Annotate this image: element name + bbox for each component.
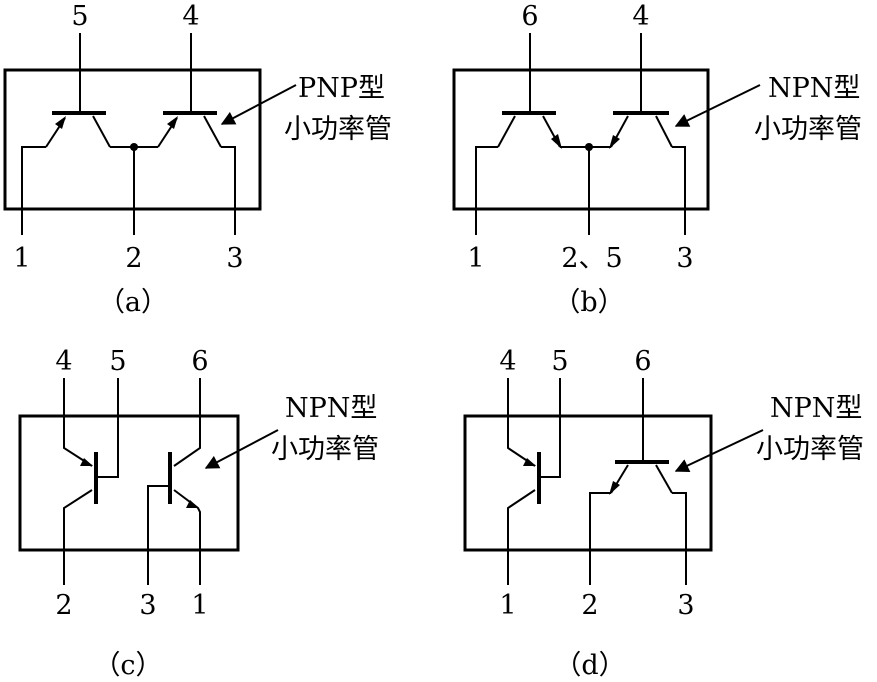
pin-label: 1 (467, 243, 484, 274)
pin-label: 4 (499, 346, 516, 377)
collector-a1 (92, 115, 111, 148)
panel-caption: （a） (98, 287, 168, 318)
transistor-type-label: NPN型 (770, 393, 862, 424)
collector-b2 (655, 115, 673, 148)
collector-c2-lead-6 (173, 378, 201, 467)
panel-caption: （b） (553, 287, 624, 318)
lead-3 (672, 492, 687, 585)
pin-label: 1 (191, 590, 208, 621)
pin-label: 1 (13, 243, 30, 274)
emitter-arrow-b1 (551, 134, 562, 149)
panel-a: 5 4 1 2 3 PNP型 小功率管 （a） (3, 1, 392, 318)
emitter-arrow-c2 (186, 500, 199, 508)
emitter-arrow-b2 (609, 135, 620, 149)
pin-label: 6 (634, 346, 651, 377)
lead-1 (21, 146, 46, 235)
emitter-arrow-d1 (523, 458, 536, 466)
pin-label: 2 (55, 590, 72, 621)
emitter-c2-lead-1 (173, 489, 201, 585)
lead-3 (221, 146, 236, 235)
lead-3 (672, 146, 686, 235)
panel-d: 4 5 6 1 2 3 NPN型 小功率管 （d） (463, 346, 864, 681)
emitter-arrow-d2 (609, 481, 620, 495)
pin-label: 6 (191, 346, 208, 377)
package-outline-d (463, 414, 713, 552)
base-lead-3 (147, 485, 170, 585)
base-lead-5 (539, 378, 561, 478)
pin-label: 3 (677, 590, 694, 621)
panel-caption: （d） (554, 650, 625, 681)
pin-label: 5 (71, 1, 88, 32)
transistor-type-label: PNP型 (298, 73, 385, 104)
transistor-type-label: NPN型 (768, 73, 860, 104)
collector-b1 (497, 115, 516, 148)
pin-label: 3 (226, 243, 243, 274)
package-outline-c (18, 414, 240, 552)
collector-d1-lead-4 (507, 378, 536, 467)
pin-label: 5 (551, 346, 568, 377)
lead-2 (589, 492, 611, 585)
pin-label: 3 (676, 243, 693, 274)
emitter-arrow-a2 (167, 116, 178, 129)
pin-label: 2、5 (561, 243, 622, 274)
transistor-power-label: 小功率管 (754, 114, 862, 145)
pin-label: 5 (109, 346, 126, 377)
package-outline-a (3, 68, 262, 211)
transistor-type-label: NPN型 (285, 393, 377, 424)
pointer-arrow-d (674, 429, 764, 472)
panel-c: 4 5 6 2 3 1 NPN型 小功率管 （c） (18, 346, 379, 681)
panel-b: 6 4 1 2、5 3 NPN型 小功率管 （b） (452, 1, 862, 318)
pin-label: 6 (521, 1, 538, 32)
pin-label: 4 (632, 1, 649, 32)
collector-a2 (203, 115, 222, 148)
junction-dot-b (585, 143, 593, 151)
pin-label: 4 (182, 1, 199, 32)
collector-c1-lead-4 (63, 378, 93, 467)
emitter-c1-lead-2 (63, 489, 93, 585)
junction-dot-a (130, 143, 138, 151)
package-outline-b (452, 68, 710, 211)
emitter-arrow-a1 (55, 116, 66, 129)
transistor-power-label: 小功率管 (284, 114, 392, 145)
pin-label: 2 (125, 243, 142, 274)
base-lead-5 (96, 378, 119, 478)
pin-label: 1 (499, 590, 516, 621)
emitter-arrow-c1 (80, 458, 93, 466)
pin-label: 2 (581, 590, 598, 621)
panel-caption: （c） (93, 650, 162, 681)
transistor-power-label: 小功率管 (756, 434, 864, 465)
emitter-d1-lead-1 (507, 489, 536, 585)
collector-d2 (655, 464, 673, 494)
pin-label: 4 (55, 346, 72, 377)
pointer-arrow-a (220, 84, 297, 125)
lead-1 (475, 146, 498, 235)
transistor-power-label: 小功率管 (271, 434, 379, 465)
pointer-arrow-b (674, 84, 761, 127)
pointer-arrow-c (204, 429, 279, 469)
pin-label: 3 (139, 590, 156, 621)
